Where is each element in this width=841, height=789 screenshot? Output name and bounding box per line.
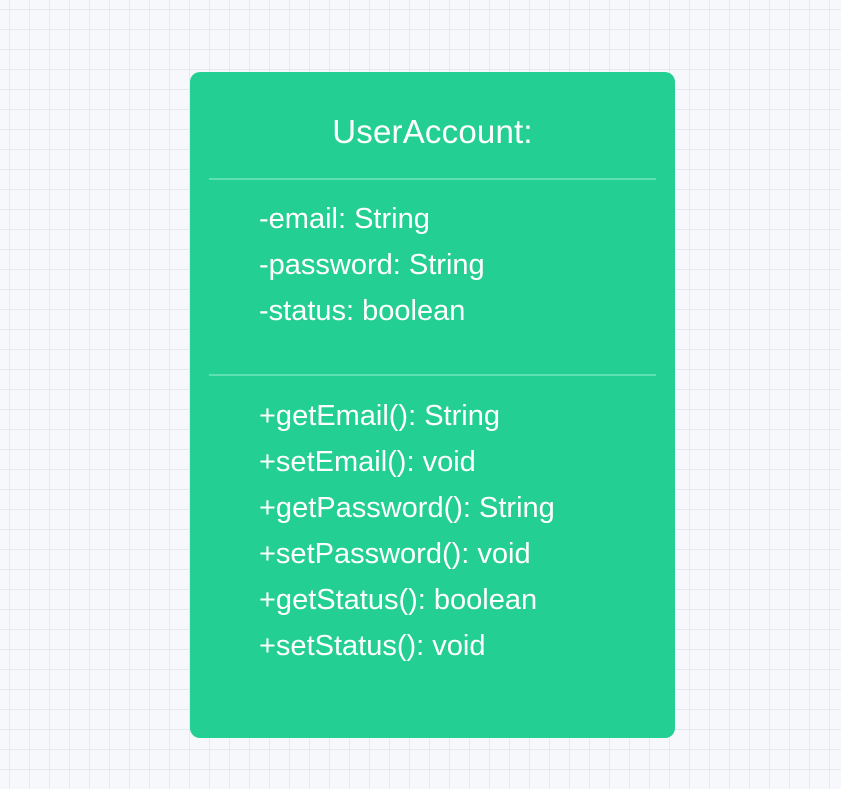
class-name: UserAccount: (332, 113, 533, 150)
method-set-status: +setStatus(): void (259, 630, 486, 662)
attribute-status: -status: boolean (259, 295, 466, 327)
class-divider-attributes (209, 178, 656, 180)
method-list: +getEmail(): String +setEmail(): void +g… (259, 393, 555, 669)
method-get-status: +getStatus(): boolean (259, 584, 538, 616)
attribute-email: -email: String (259, 203, 430, 235)
method-get-password: +getPassword(): String (259, 492, 555, 524)
method-set-password: +setPassword(): void (259, 538, 531, 570)
class-divider-methods (209, 374, 656, 376)
attribute-list: -email: String -password: String -status… (259, 196, 485, 334)
uml-class-box[interactable]: UserAccount: -email: String -password: S… (190, 72, 675, 738)
method-set-email: +setEmail(): void (259, 446, 476, 478)
method-get-email: +getEmail(): String (259, 400, 500, 432)
attribute-password: -password: String (259, 249, 485, 281)
